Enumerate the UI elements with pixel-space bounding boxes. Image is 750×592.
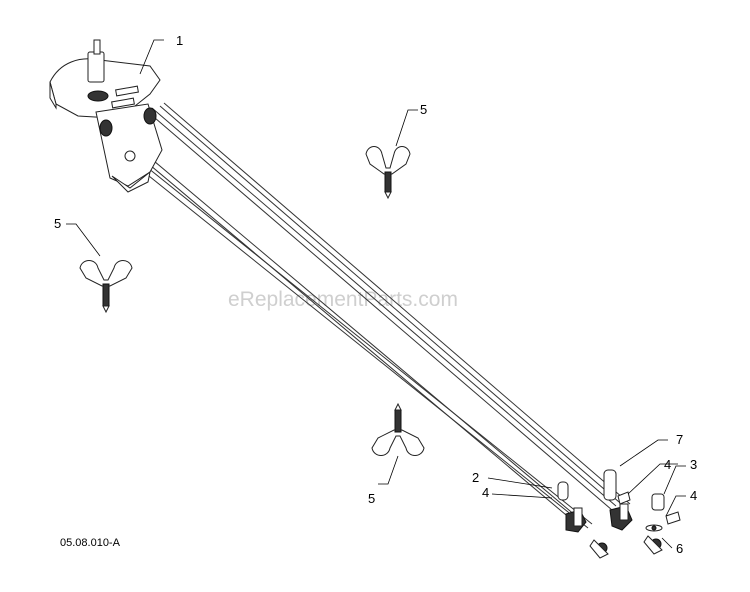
callout-leaders (66, 39, 686, 549)
drawing-code: 05.08.010-A (60, 537, 121, 549)
callout-label-2: 2 (472, 470, 479, 485)
callout-label-4-left: 4 (482, 485, 489, 500)
callout-label-4-right: 4 (690, 488, 697, 503)
cable-clip-part-top-right (365, 146, 411, 200)
callout-label-5-bottom: 5 (368, 491, 375, 506)
watermark-text: eReplacementParts.com (228, 288, 458, 311)
control-housing-part (49, 39, 163, 193)
callout-label-4-middle: 4 (664, 457, 671, 472)
callout-label-5-top: 5 (420, 102, 427, 117)
callout-label-7: 7 (676, 432, 683, 447)
cable-rods (105, 102, 631, 529)
rod-end-fittings (557, 469, 681, 559)
cable-clip-part-bottom (371, 402, 425, 456)
callout-label-6: 6 (676, 541, 683, 556)
cable-clip-part-left (79, 260, 133, 314)
callout-label-1: 1 (176, 33, 183, 48)
callout-label-3: 3 (690, 457, 697, 472)
callout-label-5-left: 5 (54, 216, 61, 231)
callout-labels: 1 2 3 4 4 4 5 5 5 6 7 (54, 33, 697, 556)
